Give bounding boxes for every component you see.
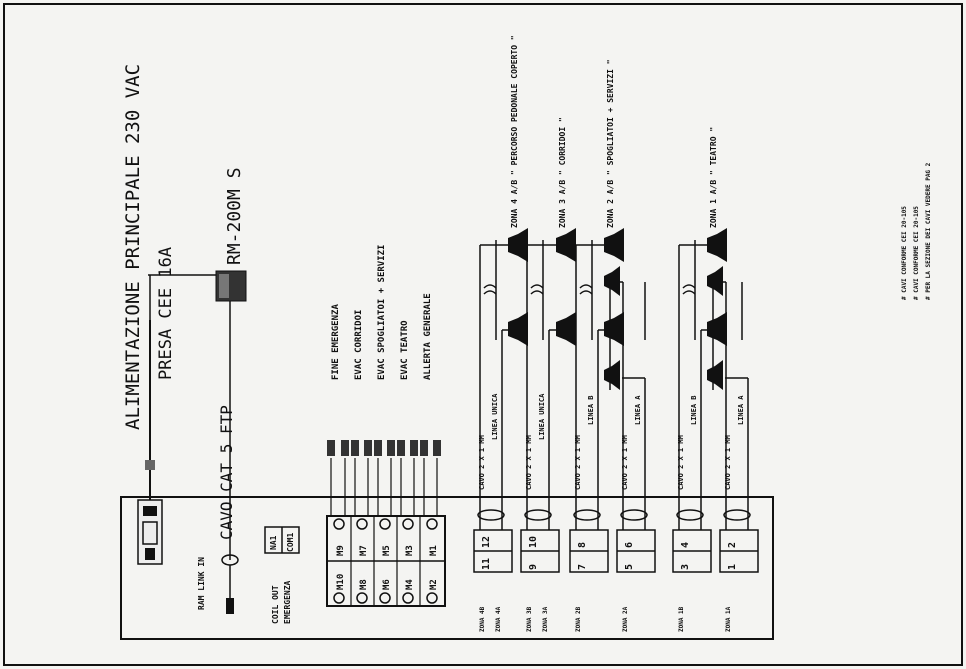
zone-3-speaker-icons (556, 228, 576, 346)
coil-terminal-block (264, 526, 300, 554)
remote-mic-icon (215, 270, 247, 614)
zone-2-label: ZONA 2 A/B " SPOGLIATOI + SERVIZI " (606, 59, 615, 228)
m-terminal-2: M2 (429, 579, 439, 590)
m-terminal-7: M7 (359, 545, 369, 556)
zone-2-line-b: LINEA B (587, 395, 595, 425)
zone-1-cable-b: CAVO 2 X 1 MM (677, 435, 685, 490)
message-2: EVAC CORRIDOI (354, 310, 364, 380)
zone-3-terminal-9: 9 (528, 564, 539, 570)
page-border (3, 3, 963, 666)
zone-2-terminal-5: 5 (624, 564, 635, 570)
coil-terminal-2: COM1 (286, 533, 295, 552)
m-terminal-6: M6 (382, 579, 392, 590)
zone-3-line: LINEA UNICA (538, 393, 546, 440)
m-terminal-5: M5 (382, 545, 392, 556)
message-4: EVAC TEATRO (400, 320, 410, 380)
m-terminal-9: M9 (336, 545, 346, 556)
zone-2-cable-a: CAVO 2 X 1 MM (621, 435, 629, 490)
m-terminal-8: M8 (359, 579, 369, 590)
coil-terminal-1: NA1 (269, 535, 278, 550)
zone-4-label: ZONA 4 A/B " PERCORSO PEDONALE COPERTO " (510, 35, 519, 228)
zone-1-label: ZONA 1 A/B " TEATRO " (709, 127, 718, 228)
bottom-label-2b: ZONA 2B (575, 606, 582, 632)
coil-out-label: COIL OUT (271, 585, 280, 624)
zone-3-terminal-10: 10 (528, 536, 539, 548)
zone-4-speaker-icons (508, 228, 528, 346)
m-terminal-10: M10 (336, 574, 346, 590)
ram-label: RAM LINK IN (197, 557, 206, 610)
zone-1-line-b: LINEA B (690, 395, 698, 425)
cable-label: CAVO CAT 5 FTP (217, 405, 236, 540)
zone-3-label: ZONA 3 A/B " CORRIDOI " (558, 117, 567, 228)
socket-label: PRESA CEE 16A (156, 247, 176, 380)
message-terminal-block (326, 440, 446, 607)
zone-2-speaker-icons (604, 228, 624, 390)
note-1: # CAVI CONFORME CEI 20-105 (901, 206, 908, 300)
power-plug-icon (137, 274, 218, 565)
zone-1-terminal-4: 4 (680, 542, 691, 548)
zone-1-line-a: LINEA A (737, 395, 745, 425)
bottom-label-1b: ZONA 1B (678, 606, 685, 632)
zone-4-wiring (473, 240, 513, 573)
zone-3-cable: CAVO 2 X 1 MM (525, 435, 533, 490)
m-terminal-3: M3 (405, 545, 415, 556)
zone-2-terminal-8: 8 (577, 542, 588, 548)
zone-2-terminal-6: 6 (624, 542, 635, 548)
zone-1-speaker-icons (707, 228, 727, 390)
zone-2-cable-b: CAVO 2 X 1 MM (574, 435, 582, 490)
main-supply-label: ALIMENTAZIONE PRINCIPALE 230 VAC (122, 64, 144, 430)
bottom-label-4b: ZONA 4B (479, 606, 486, 632)
zone-4-line: LINEA UNICA (491, 393, 499, 440)
coil-emergency-label: EMERGENZA (283, 580, 292, 624)
zone-1-terminal-1: 1 (727, 564, 738, 570)
zone-4-terminal-12: 12 (481, 536, 492, 548)
zone-1-terminal-3: 3 (680, 564, 691, 570)
note-3: # PER LA SEZIONE DEI CAVI VEDERE PAG 2 (925, 162, 932, 300)
cabinet-outline (120, 496, 774, 640)
m-terminal-1: M1 (429, 545, 439, 556)
bottom-label-2a: ZONA 2A (622, 606, 629, 632)
bottom-label-3b: ZONA 3B (526, 606, 533, 632)
zone-2-terminal-7: 7 (577, 564, 588, 570)
zone-1-cable-a: CAVO 2 X 1 MM (724, 435, 732, 490)
note-2: # CAVI CONFORME CEI 20-105 (913, 206, 920, 300)
remote-mic-label: RM-200M S (224, 167, 245, 265)
message-3: EVAC SPOGLIATOI + SERVIZI (377, 245, 387, 380)
bottom-label-1a: ZONA 1A (725, 606, 732, 632)
zone-4-cable: CAVO 2 X 1 MM (478, 435, 486, 490)
m-terminal-4: M4 (405, 579, 415, 590)
zone-1-terminal-2: 2 (727, 542, 738, 548)
bottom-label-3a: ZONA 3A (542, 606, 549, 632)
bottom-label-4a: ZONA 4A (495, 606, 502, 632)
message-5: ALLERTA GENERALE (423, 293, 433, 380)
zone-4-terminal-11: 11 (481, 558, 492, 570)
message-1: FINE EMERGENZA (331, 304, 341, 380)
zone-2-line-a: LINEA A (634, 395, 642, 425)
zone-3-wiring (520, 240, 560, 573)
